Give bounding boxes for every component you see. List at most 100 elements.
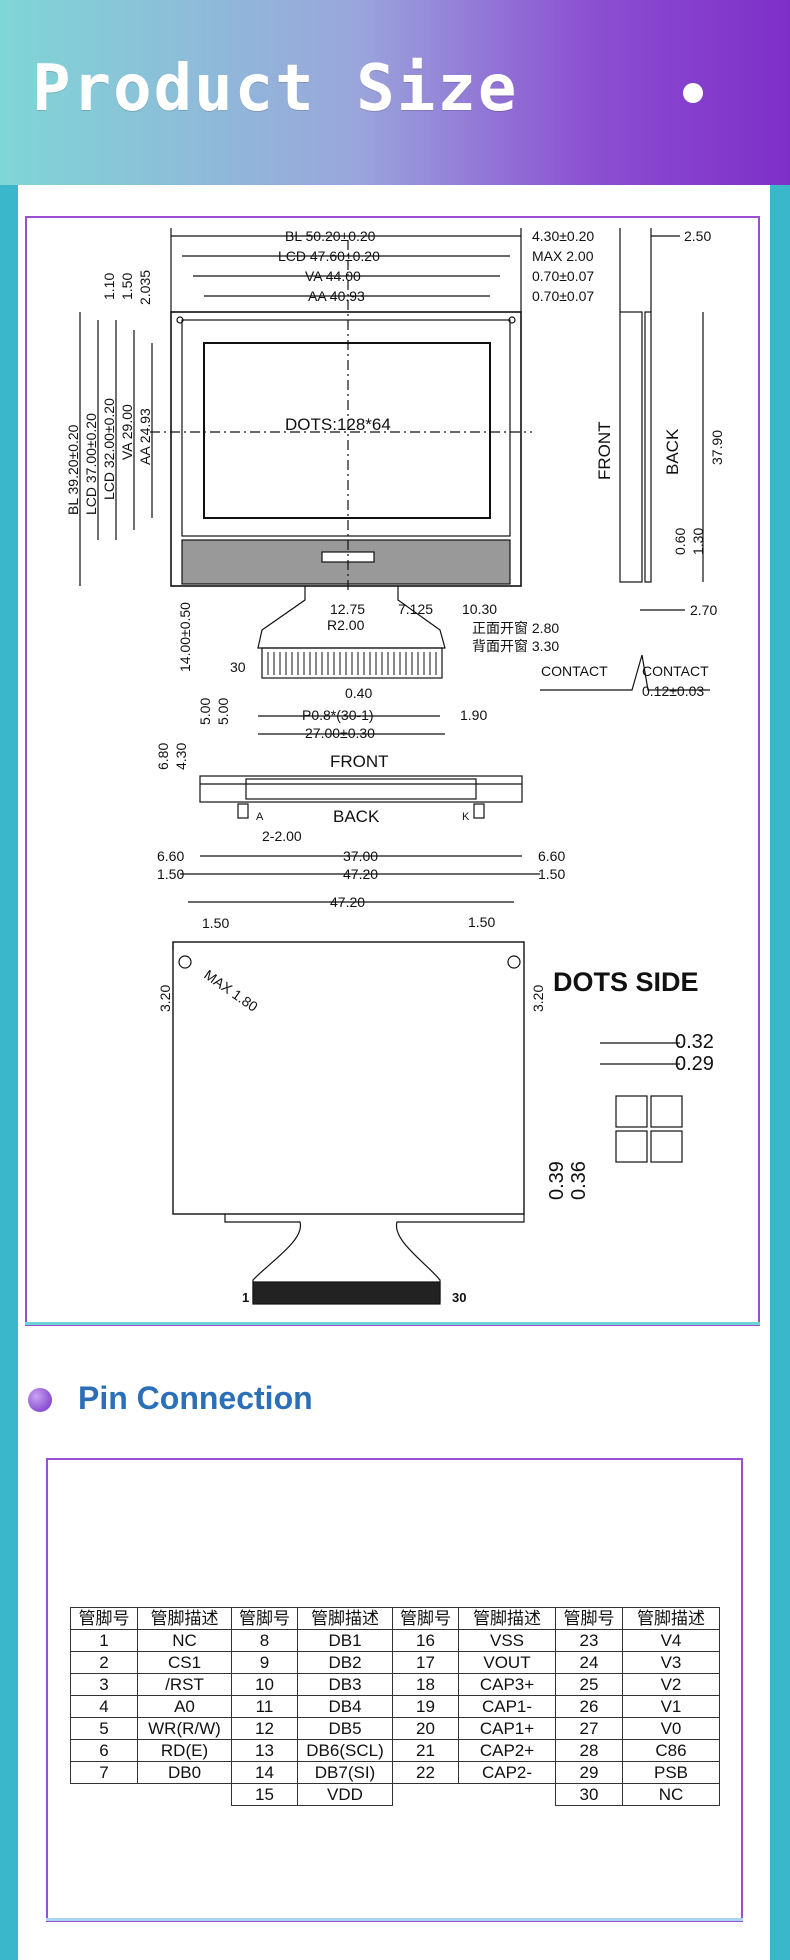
table-cell: 9: [231, 1651, 298, 1674]
table-cell: DB5: [297, 1717, 393, 1740]
dim-aa-height: AA 24.93: [137, 408, 153, 465]
dim-1-10: 1.10: [101, 273, 117, 300]
dot-cell-3: [615, 1130, 648, 1163]
table-cell: PSB: [622, 1761, 720, 1784]
table-header-row: 管脚号 管脚描述 管脚号 管脚描述 管脚号 管脚描述 管脚号 管脚描述: [70, 1607, 720, 1630]
table-row: 2 CS1 9 DB2 17 VOUT 24 V3: [70, 1651, 720, 1674]
table-cell: CAP2-: [458, 1761, 556, 1784]
side-view-bl: [644, 311, 652, 583]
dim-5-00-b: 5.00: [215, 698, 231, 725]
lower-pin1-label: 1: [242, 1290, 249, 1305]
table-cell: [71, 1784, 138, 1806]
dim-pol-2: 0.70±0.07: [532, 288, 594, 304]
dim-lcd-height: LCD 37.00±0.20: [83, 413, 99, 515]
mount-hole-right: [507, 955, 521, 969]
dim-dot-0-39: 0.39: [546, 1161, 568, 1200]
dim-6-60-right: 6.60: [538, 848, 565, 864]
table-cell: 18: [392, 1673, 459, 1696]
dim-dot-0-32: 0.32: [675, 1031, 714, 1053]
dim-lcd-width: LCD 47.60±0.20: [278, 248, 380, 264]
table-cell: 22: [392, 1761, 459, 1784]
contact-label-2: CONTACT: [642, 663, 709, 679]
header-cell: 管脚描述: [622, 1607, 720, 1630]
table-cell: V0: [622, 1717, 720, 1740]
table-cell: A0: [137, 1695, 232, 1718]
table-cell: NC: [622, 1783, 720, 1806]
table-cell: 27: [555, 1717, 623, 1740]
dim-6-60-left: 6.60: [157, 848, 184, 864]
header-cell: 管脚号: [70, 1607, 138, 1630]
table-cell: DB1: [297, 1629, 393, 1652]
table-cell: 28: [555, 1739, 623, 1762]
pin-a-label: A: [256, 811, 264, 823]
table-cell: 2: [70, 1651, 138, 1674]
lcd-viewing-area: [181, 319, 511, 537]
side-view-body: [619, 311, 643, 583]
header-dot-icon: [683, 83, 703, 103]
corner-hole-tl: [176, 316, 184, 324]
dim-bl-width: BL 50.20±0.20: [285, 228, 376, 244]
table-cell: V1: [622, 1695, 720, 1718]
table-cell: DB3: [297, 1673, 393, 1696]
table-cell: V4: [622, 1629, 720, 1652]
dot-cell-1: [615, 1095, 648, 1128]
table-cell: VDD: [297, 1783, 393, 1806]
table-cell: 25: [555, 1673, 623, 1696]
lcd-outline: [170, 311, 522, 587]
dim-27-00: 27.00±0.30: [305, 725, 375, 741]
pin-a-pad: [237, 803, 249, 819]
dim-hole-right: 3.20: [530, 985, 546, 1012]
dots-side-label: DOTS SIDE: [553, 967, 699, 997]
table-cell: 24: [555, 1651, 623, 1674]
table-cell: 17: [392, 1651, 459, 1674]
table-row: 15 VDD 30 NC: [71, 1783, 720, 1806]
contact-label-1: CONTACT: [541, 663, 608, 679]
table-cell: V2: [622, 1673, 720, 1696]
table-row: 6 RD(E) 13 DB6(SCL) 21 CAP2+ 28 C86: [70, 1739, 720, 1762]
section-title: Pin Connection: [78, 1380, 313, 1416]
window-note-front: 正面开窗 2.80: [472, 620, 559, 636]
dim-4-30: 4.30: [173, 743, 189, 770]
active-area: [203, 342, 491, 519]
table-row: 4 A0 11 DB4 19 CAP1- 26 V1: [70, 1695, 720, 1718]
header-cell: 管脚号: [392, 1607, 459, 1630]
dim-1-50: 1.50: [119, 273, 135, 300]
dim-bl-height: BL 39.20±0.20: [65, 424, 81, 515]
dim-lower-width: 47.20: [330, 894, 365, 910]
table-cell: CAP2+: [458, 1739, 556, 1762]
back-view-outline: [172, 941, 525, 1215]
table-cell: [459, 1784, 556, 1806]
table-cell: 16: [392, 1629, 459, 1652]
dim-7-125: 7.125: [398, 601, 433, 617]
pin-k-label: K: [462, 811, 470, 823]
table-cell: DB6(SCL): [297, 1739, 393, 1762]
table-cell: 1: [70, 1629, 138, 1652]
header-cell: 管脚描述: [458, 1607, 556, 1630]
header-cell: 管脚描述: [137, 1607, 232, 1630]
pin-table: 管脚号 管脚描述 管脚号 管脚描述 管脚号 管脚描述 管脚号 管脚描述 1 NC…: [70, 1607, 720, 1806]
dim-0-40: 0.40: [345, 685, 372, 701]
dim-2-035: 2.035: [137, 270, 153, 305]
table-cell: [392, 1783, 459, 1806]
table-cell: VOUT: [458, 1651, 556, 1674]
table-cell: V3: [622, 1651, 720, 1674]
mid-front-label: FRONT: [330, 752, 389, 771]
table-cell: 7: [70, 1761, 138, 1784]
fpc-contact-lines: [267, 652, 437, 675]
table-cell: /RST: [137, 1673, 232, 1696]
mid-back-label: BACK: [333, 807, 380, 826]
table-cell: 4: [70, 1695, 138, 1718]
corner-hole-tr: [508, 316, 516, 324]
dim-0-12: 0.12±0.03: [642, 683, 704, 699]
table-cell: 3: [70, 1673, 138, 1696]
dim-12-75: 12.75: [330, 601, 365, 617]
lower-fpc-contacts: [252, 1281, 441, 1305]
dim-10-30: 10.30: [462, 601, 497, 617]
table-cell: [138, 1784, 232, 1806]
dim-lower-left-inset: 1.50: [202, 915, 229, 931]
dim-0-60: 0.60: [672, 528, 688, 555]
dim-va-height: VA 29.00: [119, 404, 135, 460]
dim-1-50-right: 1.50: [538, 866, 565, 882]
table-cell: WR(R/W): [137, 1717, 232, 1740]
